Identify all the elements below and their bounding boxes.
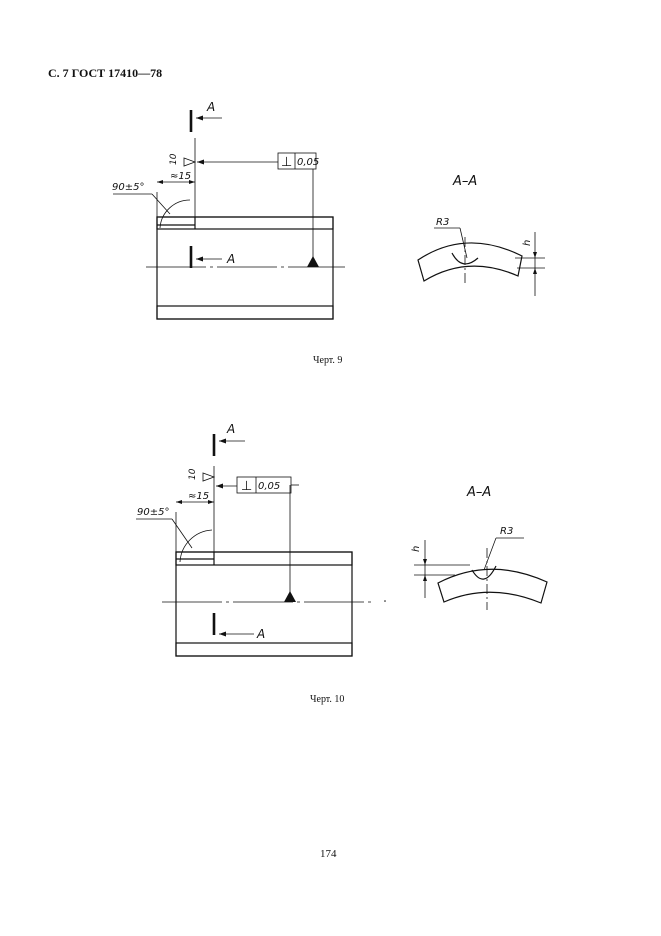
roughness-icon [183,157,197,167]
pipe-wall-bottom [156,305,334,320]
section-mark-bottom-label: А [256,627,265,641]
pipe-wall-top [156,216,334,230]
depth-label: h [411,546,422,552]
tolerance-frame [277,152,317,170]
radius-label: R3 [436,217,449,228]
tolerance-value: 0,05 [258,481,280,492]
datum-triangle [284,591,296,602]
section-profile [417,242,523,282]
angle-label: 90±5° [137,507,169,518]
section-profile [437,568,548,604]
pipe-wall-bottom [175,642,353,657]
depth-label: h [522,240,533,246]
distance-label: ≈15 [188,491,209,502]
section-mark-bottom-label: А [226,252,235,266]
figure-9-drawing: А 10 ⊥ 0,05 ≈15 90±5° А А–А R3 h [112,100,545,320]
figure-10-drawing: А 10 ⊥ 0,05 ≈15 90±5° А А–А R3 h [136,422,548,657]
pipe-outline [156,216,334,320]
perpendicularity-icon: ⊥ [241,479,252,494]
section-mark-top-label: А [206,100,215,114]
angle-arc [159,199,191,229]
page-header: С. 7 ГОСТ 17410—78 [48,66,163,80]
section-title: А–А [452,174,477,189]
section-title: А–А [466,485,491,500]
roughness-value: 10 [188,468,198,480]
angle-arc [179,529,213,563]
angle-label: 90±5° [112,182,144,193]
figure-10-caption: Черт. 10 [310,694,345,705]
page-number: 174 [320,848,337,860]
radius-label: R3 [500,526,513,537]
section-mark-top-label: А [226,422,235,436]
datum-triangle [307,256,319,267]
roughness-value: 10 [169,153,179,165]
figure-9-caption: Черт. 9 [313,355,343,366]
tolerance-value: 0,05 [297,157,319,168]
roughness-icon [202,472,216,482]
distance-label: ≈15 [170,171,191,182]
perpendicularity-icon: ⊥ [281,155,292,170]
